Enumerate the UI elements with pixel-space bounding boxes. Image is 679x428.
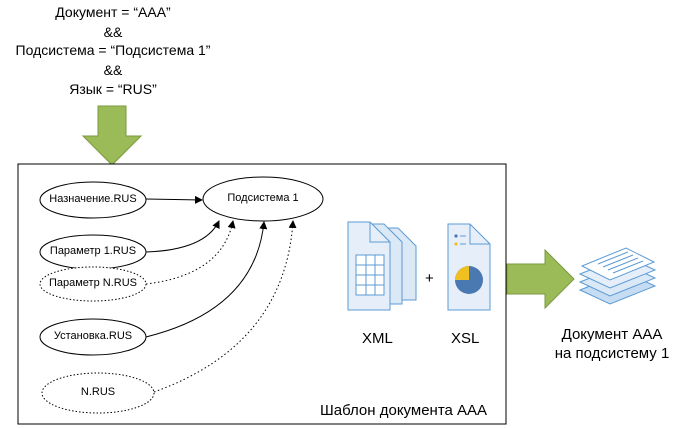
- xml-document-icon: [347, 221, 417, 311]
- edge-paramN-subsystem: [145, 220, 236, 285]
- input-down-arrow: [81, 105, 143, 166]
- output-caption-line-1: Документ AAA: [561, 326, 663, 343]
- xsl-label: XSL: [451, 330, 480, 347]
- xsl-document-icon: [447, 223, 491, 311]
- condition-and-1: &&: [103, 24, 123, 40]
- plus-sign: +: [425, 270, 434, 287]
- node-subsystem-label: Подсистема 1: [227, 192, 299, 204]
- condition-document: Документ = “AAA”: [55, 4, 171, 20]
- node-purpose-ellipse: [39, 181, 147, 219]
- node-nrus-label: N.RUS: [80, 386, 116, 398]
- node-subsystem-ellipse: [202, 176, 324, 222]
- node-param1-label: Параметр 1.RUS: [49, 245, 137, 257]
- condition-language: Язык = “RUS”: [69, 81, 157, 97]
- edge-install-subsystem: [145, 221, 268, 338]
- condition-and-2: &&: [103, 62, 123, 78]
- edge-purpose-subsystem: [145, 195, 203, 204]
- edge-param1-subsystem: [145, 220, 220, 253]
- output-document-icon: [578, 247, 657, 305]
- node-paramN-label: Параметр N.RUS: [48, 277, 137, 289]
- output-caption: Документ AAA на подсистему 1: [548, 325, 676, 363]
- condition-subsystem: Подсистема = “Подсистема 1”: [15, 42, 211, 58]
- xml-label: XML: [362, 330, 393, 347]
- node-nrus-ellipse: [41, 372, 155, 414]
- node-purpose-label: Назначение.RUS: [49, 193, 137, 205]
- node-install-label: Установка.RUS: [53, 330, 133, 342]
- output-right-arrow: [506, 248, 575, 310]
- output-caption-line-2: на подсистему 1: [554, 345, 670, 362]
- template-label: Шаблон документа AAA: [320, 402, 488, 419]
- edge-nrus-subsystem: [153, 220, 297, 393]
